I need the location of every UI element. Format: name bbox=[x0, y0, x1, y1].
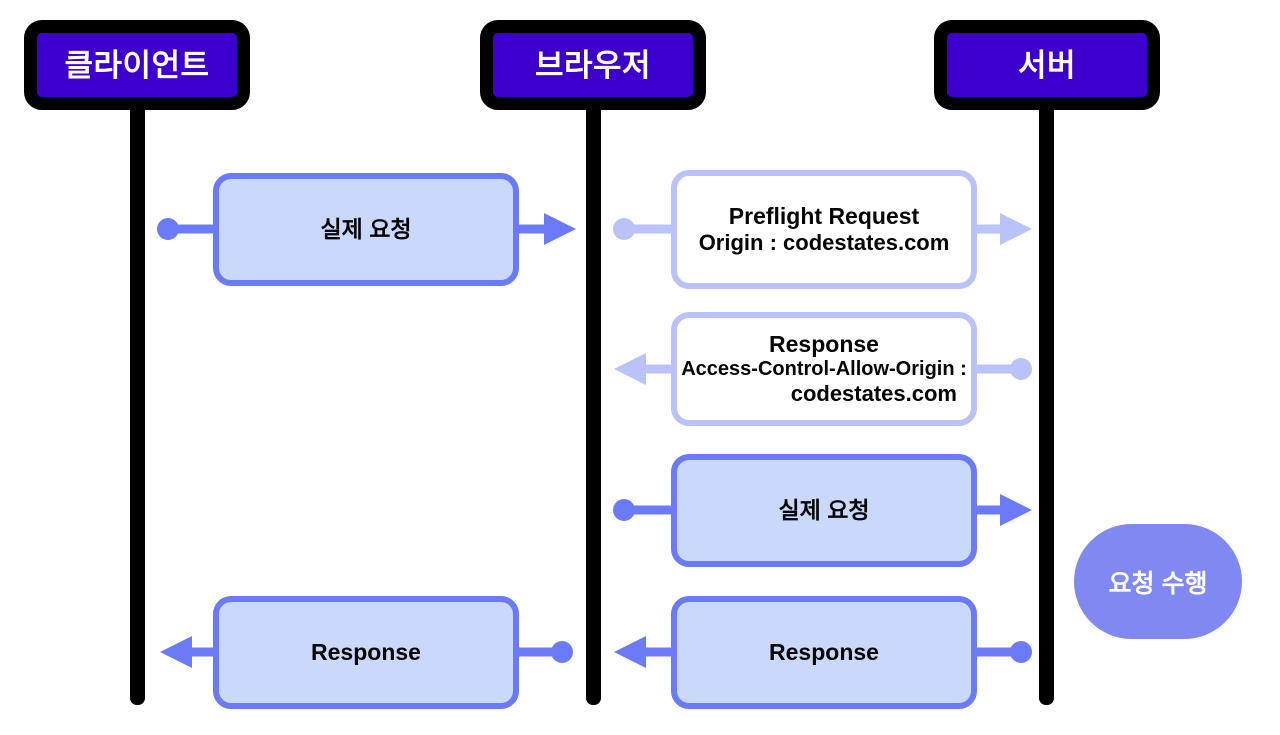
message-box-m3[interactable]: Response Access-Control-Allow-Origin : c… bbox=[671, 312, 977, 426]
source-dot-m2 bbox=[613, 218, 635, 240]
participant-label-client: 클라이언트 bbox=[64, 47, 210, 83]
message-box-m1[interactable]: 실제 요청 bbox=[213, 173, 519, 286]
message-text-m5-line1: Response bbox=[769, 638, 879, 665]
source-dot-m6 bbox=[551, 641, 573, 663]
participant-label-browser: 브라우저 bbox=[534, 47, 652, 83]
source-dot-m4 bbox=[613, 499, 635, 521]
message-text-m1-line1: 실제 요청 bbox=[320, 215, 412, 242]
lifeline-client bbox=[130, 60, 145, 705]
message-text-m2-line1: Preflight Request bbox=[728, 202, 920, 229]
arrowhead-m5 bbox=[614, 636, 646, 668]
source-dot-m5 bbox=[1010, 641, 1032, 663]
message-text-m3-line2: Access-Control-Allow-Origin : bbox=[681, 357, 967, 380]
source-dot-m1 bbox=[157, 218, 179, 240]
message-text-m4-line1: 실제 요청 bbox=[778, 496, 870, 523]
participant-browser[interactable]: 브라우저 bbox=[480, 20, 706, 110]
message-box-m5[interactable]: Response bbox=[671, 596, 977, 709]
arrowhead-m6 bbox=[160, 636, 192, 668]
message-text-m3-line1: Response bbox=[769, 330, 879, 357]
message-box-m6[interactable]: Response bbox=[213, 596, 519, 709]
lifeline-browser bbox=[586, 60, 601, 705]
arrowhead-m2 bbox=[1000, 213, 1032, 245]
message-text-m3-line3: codestates.com bbox=[790, 381, 957, 407]
arrowhead-m3 bbox=[614, 353, 646, 385]
participant-server[interactable]: 서버 bbox=[934, 20, 1160, 110]
activity-pill-label: 요청 수행 bbox=[1108, 569, 1208, 598]
source-dot-m3 bbox=[1010, 358, 1032, 380]
activity-pill-server[interactable]: 요청 수행 bbox=[1074, 524, 1242, 639]
arrowhead-m1 bbox=[544, 213, 576, 245]
participant-client[interactable]: 클라이언트 bbox=[24, 20, 250, 110]
participant-label-server: 서버 bbox=[1017, 47, 1077, 83]
message-box-m4[interactable]: 실제 요청 bbox=[671, 454, 977, 567]
lifeline-server bbox=[1039, 60, 1054, 705]
message-box-m2[interactable]: Preflight Request Origin : codestates.co… bbox=[671, 170, 977, 289]
message-text-m6-line1: Response bbox=[311, 638, 421, 665]
arrowhead-m4 bbox=[1000, 494, 1032, 526]
message-text-m2-line2: Origin : codestates.com bbox=[698, 230, 950, 256]
